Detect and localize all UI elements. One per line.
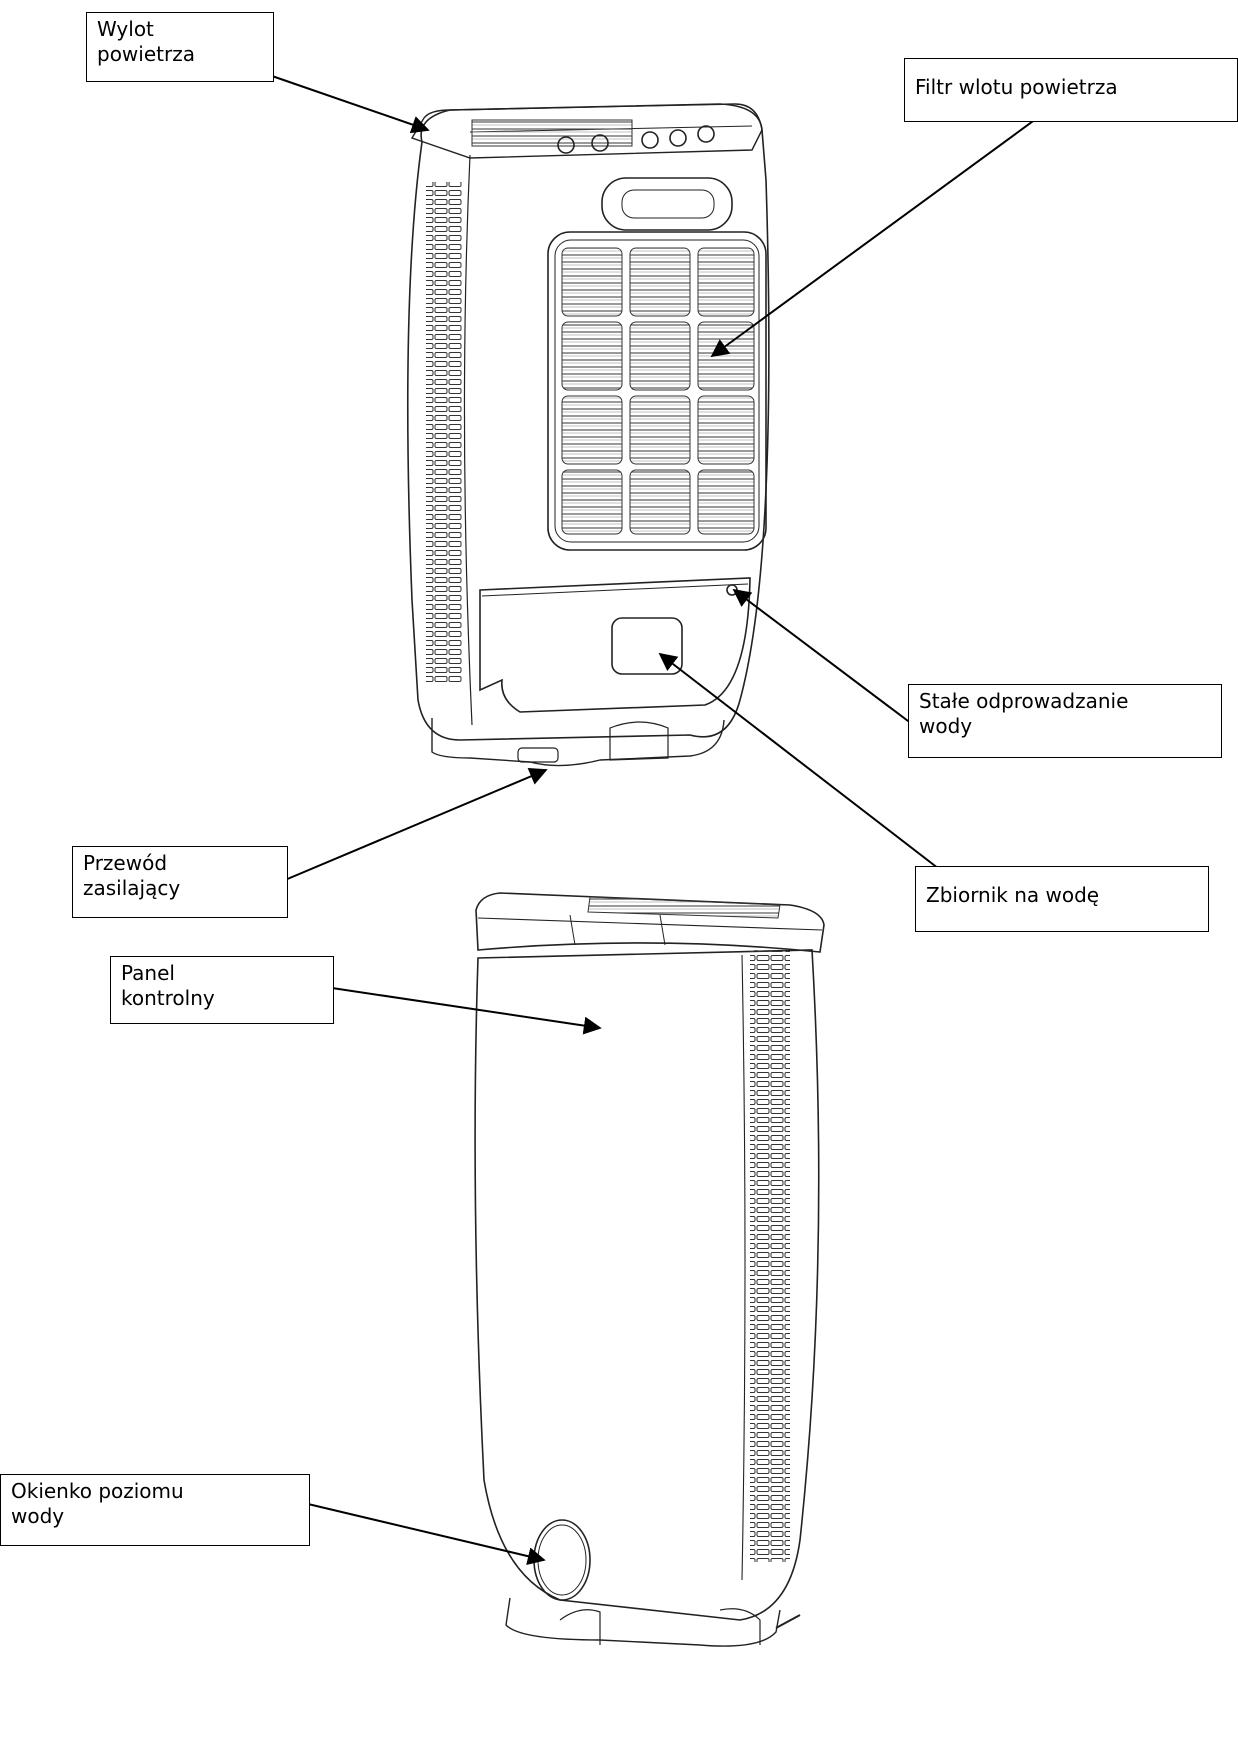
callout-control-panel: Panel kontrolny — [110, 956, 334, 1024]
callout-power-cord: Przewód zasilający — [72, 846, 288, 918]
air-outlet-grille — [471, 119, 633, 147]
callout-continuous-drainage: Stałe odprowadzanie wody — [908, 684, 1222, 758]
leader-arrows — [271, 75, 1041, 1566]
callout-air-inlet-filter: Filtr wlotu powietrza — [904, 58, 1238, 122]
rear-power-cord — [775, 1614, 801, 1629]
callout-control-panel-text: Panel kontrolny — [121, 961, 215, 1010]
air-inlet-filter-frame — [547, 231, 767, 551]
rear-top-band — [475, 892, 825, 953]
tank-window — [611, 617, 683, 675]
rear-side-vents — [750, 950, 790, 1562]
front-base — [431, 718, 725, 767]
arrow-water-tank — [658, 652, 944, 873]
front-body-outline — [406, 103, 770, 741]
arrow-continuous-drainage — [732, 588, 913, 725]
arrow-air-inlet-filter — [710, 115, 1041, 358]
callout-water-level-window-text: Okienko poziomu wody — [11, 1479, 184, 1528]
callout-water-level-window: Okienko poziomu wody — [0, 1474, 310, 1546]
front-view-unit — [406, 103, 770, 767]
rear-body-outline — [474, 949, 820, 1621]
arrow-air-outlet — [271, 75, 430, 134]
rear-view-unit — [474, 892, 825, 1647]
callout-air-outlet-text: Wylot powietrza — [97, 17, 195, 66]
callout-air-inlet-filter-text: Filtr wlotu powietrza — [915, 75, 1118, 99]
front-side-vents — [426, 182, 462, 682]
callout-water-tank: Zbiornik na wodę — [915, 866, 1209, 932]
arrow-control-panel — [331, 987, 602, 1035]
callout-water-tank-text: Zbiornik na wodę — [926, 883, 1100, 907]
callout-power-cord-text: Przewód zasilający — [83, 851, 181, 900]
control-panel-surface — [587, 896, 781, 919]
filter-panels — [561, 247, 755, 535]
carry-handle — [601, 177, 733, 231]
front-top-surface — [410, 103, 763, 159]
arrow-power-cord — [284, 767, 548, 881]
arrow-water-level-window — [307, 1503, 546, 1566]
rear-base — [505, 1597, 781, 1647]
callout-air-outlet: Wylot powietrza — [86, 12, 274, 82]
power-cord-plug — [517, 747, 559, 763]
water-tank-outline — [479, 577, 751, 713]
callout-continuous-drainage-text: Stałe odprowadzanie wody — [919, 689, 1129, 738]
